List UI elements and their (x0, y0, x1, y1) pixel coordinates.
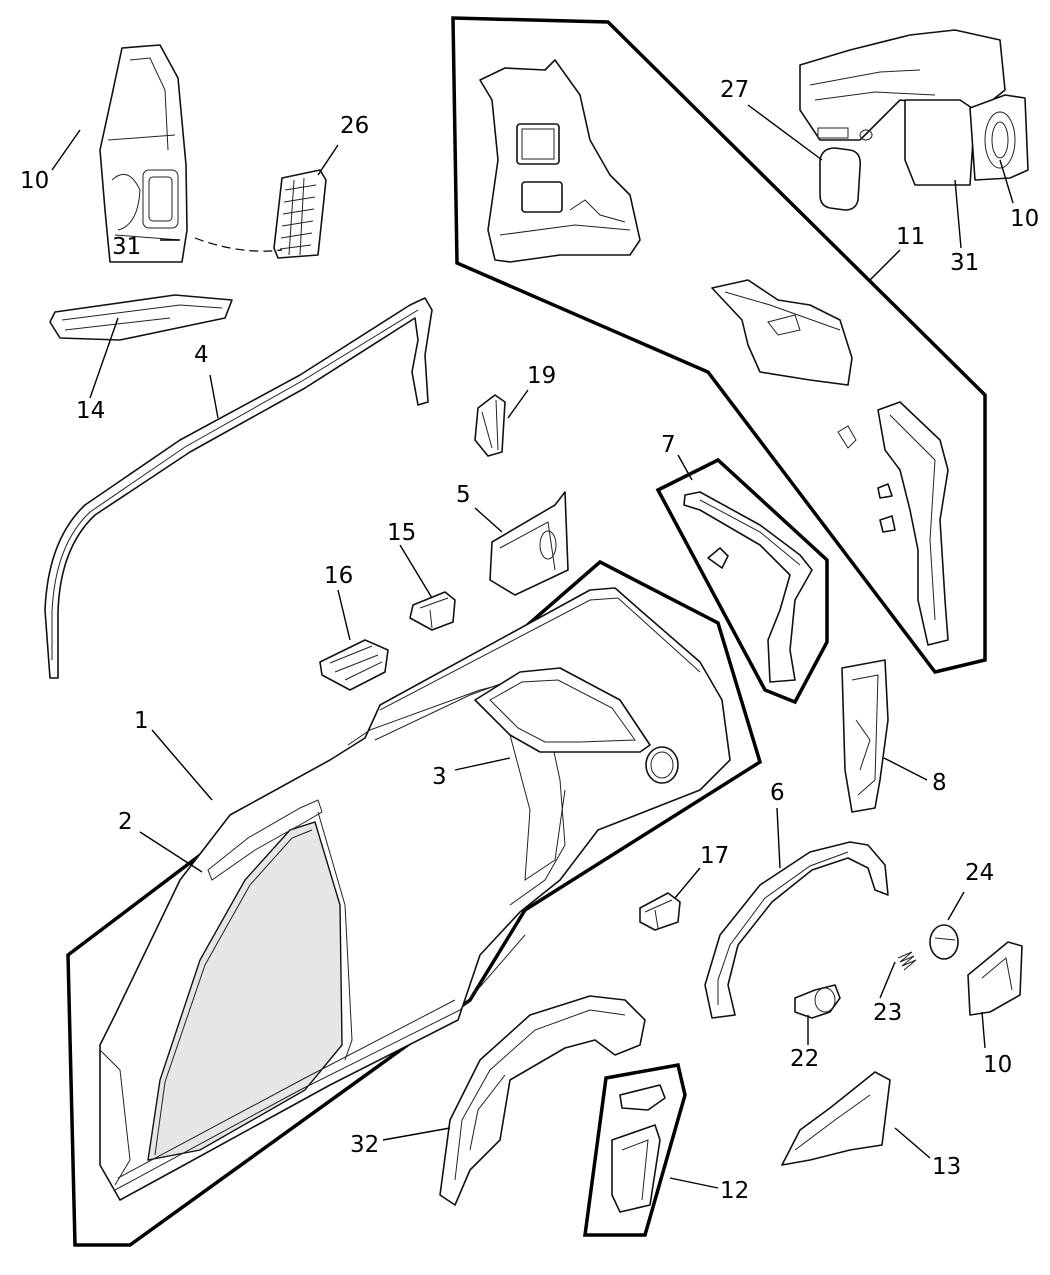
part-quarter-rear-bracket (837, 401, 949, 646)
callouts: 10 26 31 14 4 19 5 15 16 1 2 3 7 8 6 17 … (20, 77, 1039, 1204)
callout-1: 1 (134, 708, 149, 734)
callout-12: 12 (720, 1178, 749, 1204)
callout-14: 14 (76, 398, 105, 424)
callout-13: 13 (932, 1154, 961, 1180)
dashed-connector-26 (194, 237, 283, 252)
callout-2: 2 (118, 809, 133, 835)
callout-10-upper-left: 10 (20, 168, 49, 194)
part-6-wheel-flare (704, 841, 889, 1019)
callout-32: 32 (350, 1132, 379, 1158)
part-8-pillar-reinforcement (841, 659, 889, 813)
part-4-roof-rail (44, 297, 433, 679)
part-11-extension (711, 279, 853, 386)
part-14-sill-extension (49, 294, 233, 341)
part-24-fuel-door (929, 924, 959, 960)
callout-27: 27 (720, 77, 749, 103)
part-2-front-pillar (99, 799, 323, 1186)
callout-15: 15 (387, 520, 416, 546)
bracket-group-outline (583, 1062, 687, 1237)
callout-3: 3 (432, 764, 447, 790)
callout-16: 16 (324, 563, 353, 589)
callout-23: 23 (873, 1000, 902, 1026)
part-32-wheelhouse-liner (439, 995, 646, 1206)
part-13-bracket (781, 1071, 891, 1166)
part-quarter-upper-scene (799, 29, 1029, 186)
part-quarter-inner-panel (479, 59, 641, 263)
part-22-fuel-housing (794, 984, 841, 1019)
wheelhouse-group-outline (655, 457, 829, 705)
part-27-cover (819, 147, 862, 211)
callout-10-lower-right: 10 (983, 1052, 1012, 1078)
part-16-hinge-bracket (319, 639, 389, 691)
callout-5: 5 (456, 482, 471, 508)
part-7-wheelhouse-inner (683, 491, 813, 683)
quarter-panel-group-outline (451, 16, 987, 674)
callout-17: 17 (700, 843, 729, 869)
part-23-spring (897, 951, 917, 971)
callout-10-upper-right: 10 (1010, 206, 1039, 232)
callout-11: 11 (896, 224, 925, 250)
callout-26: 26 (340, 113, 369, 139)
callout-7: 7 (661, 432, 676, 458)
part-17-clip (639, 892, 681, 931)
part-10-inner-panel-upper-left (99, 44, 188, 263)
callout-8: 8 (932, 770, 947, 796)
callout-6: 6 (770, 780, 785, 806)
part-26-vent (273, 169, 327, 259)
callout-4: 4 (194, 342, 209, 368)
callout-31-left: 31 (112, 234, 141, 260)
part-5-reinforcement (489, 491, 569, 596)
part-10-bracket-lower-right (967, 941, 1023, 1016)
callout-31-right: 31 (950, 250, 979, 276)
leader-lines (51, 104, 1014, 1189)
callout-24: 24 (965, 860, 994, 886)
part-3-quarter-window-frame (474, 667, 679, 881)
callout-22: 22 (790, 1046, 819, 1072)
part-15-clip (409, 591, 456, 631)
part-19-bracket (474, 394, 506, 457)
part-12-brackets (611, 1084, 666, 1213)
callout-19: 19 (527, 363, 556, 389)
